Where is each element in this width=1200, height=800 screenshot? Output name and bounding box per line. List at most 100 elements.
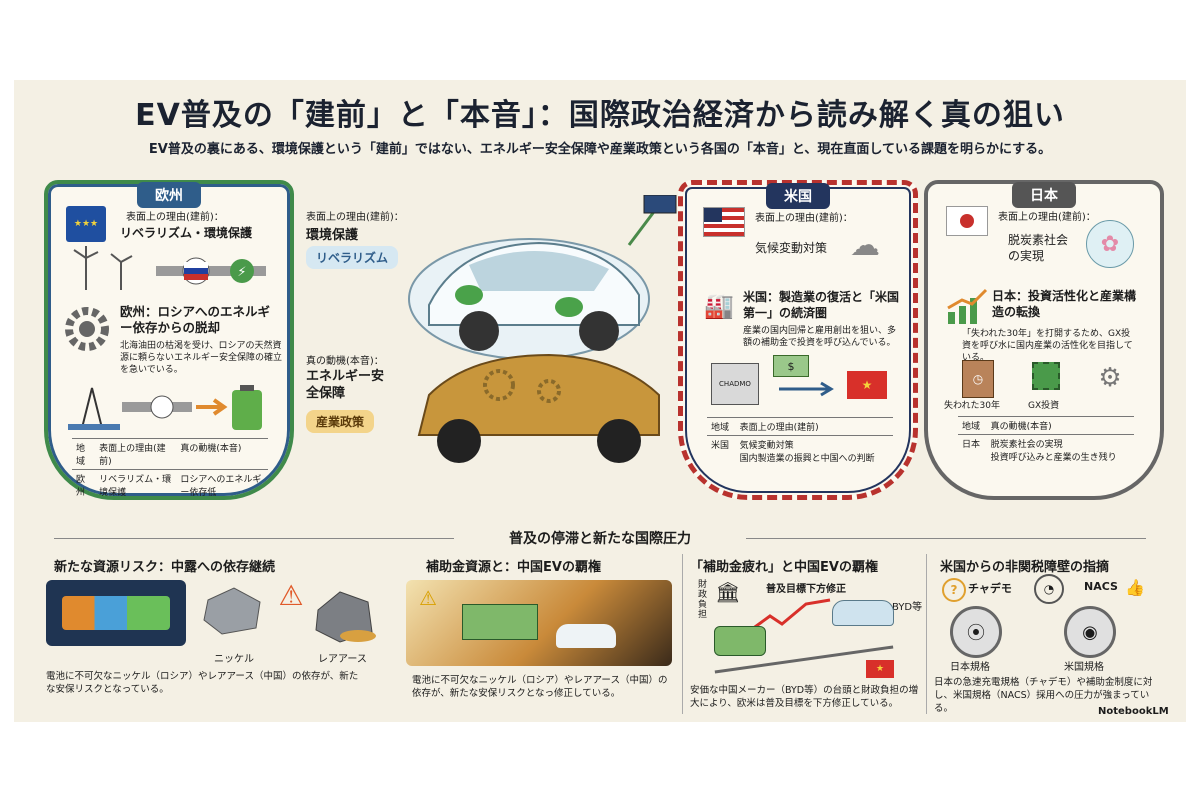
japan-gx-label: GX投資: [1028, 401, 1060, 411]
clock-tower-icon: ◷: [962, 360, 994, 398]
europe-surface-value: リベラリズム・環境保護: [120, 226, 253, 240]
battery-pack-illustration: [46, 580, 186, 646]
europe-surface-heading: 表面上の理由(建前)：: [126, 212, 224, 223]
usa-true-heading: 米国：製造業の復活と「米国第一」の続済圏: [743, 290, 900, 320]
center-true-value: エネルギー安全保障: [306, 369, 385, 401]
panel-caption: 安価な中国メーカー（BYD等）の台頭と財政負担の増大により、欧米は普及目標を下方…: [690, 685, 919, 709]
table-cell: 日本: [958, 434, 987, 465]
table-header: 地域: [958, 416, 987, 435]
europe-label: 欧州: [137, 182, 201, 208]
panel-title: 「補助金疲れ」と中国EVの覇権: [690, 560, 878, 575]
warning-icon: ⚠: [419, 586, 437, 610]
europe-summary-table: 地域 表面上の理由(建前) 真の動機(本音) 欧州 リベラリズム・環境保護 ロシ…: [72, 438, 268, 500]
thumbs-up-icon: 👍: [1125, 577, 1145, 597]
usa-shield: 米国 表面上の理由(建前)： 気候変動対策 ☁ 🏭 米国：製造業の復活と「米国第…: [678, 180, 918, 500]
europe-shield: 欧州 ★★★ 表面上の理由(建前)： リベラリズム・環境保護 ⚡ 欧州：ロシアへ: [44, 180, 294, 500]
center-surface-heading: 表面上の理由(建前)：: [306, 212, 404, 223]
table-cell: リベラリズム・環境保護: [95, 469, 177, 500]
eu-flag-icon: ★★★: [66, 206, 106, 242]
china-ev-car-icon: [832, 600, 894, 626]
byd-label: BYD等: [892, 602, 923, 613]
japan-label: 日本: [1012, 182, 1076, 208]
us-flag-icon: [703, 207, 745, 237]
china-flag-icon: ★: [866, 660, 894, 678]
japan-flag-icon: [946, 206, 988, 236]
nickel-label: ニッケル: [214, 654, 254, 665]
japan-true-heading: 日本：投資活性化と産業構造の転換: [992, 289, 1137, 319]
center-true-pill: 産業政策: [306, 410, 375, 433]
usa-surface-heading: 表面上の理由(建前)：: [755, 213, 853, 224]
china-flag-icon: ★: [847, 371, 887, 399]
infographic-canvas: EV普及の「建前」と「本音」：国際政治経済から読み解く真の狙い EV普及の裏にあ…: [14, 80, 1186, 722]
page-subtitle: EV普及の裏にある、環境保護という「建前」ではない、エネルギー安全保障や産業政策…: [148, 142, 1052, 157]
japan-standard-label: 日本規格: [950, 662, 990, 673]
panel-title: 新たな資源リスク：中露への依存継続: [54, 560, 276, 575]
robot-arm-icon: ⚙: [1098, 363, 1122, 393]
fiscal-burden-label: 財政負担: [698, 580, 708, 620]
chip-icon: [1032, 362, 1060, 390]
pipeline-russia-icon: ⚡: [156, 257, 266, 285]
usa-surface-value: 気候変動対策: [755, 241, 828, 255]
question-icon: ?: [942, 578, 966, 602]
downward-trend-icon: [747, 598, 831, 634]
chademo-label: チャデモ: [968, 582, 1012, 595]
japan-summary-table: 地域 真の動機(本音) 日本 脱炭素社会の実現 投資呼び込みと産業の生き残り: [958, 416, 1134, 465]
money-stack-icon: [462, 604, 538, 640]
subsidy-money-illustration: ⚠: [406, 580, 672, 666]
target-revision-label: 普及目標下方修正: [766, 584, 846, 595]
center-true-heading: 真の動機(本音)：: [306, 356, 384, 367]
table-cell: 気候変動対策 国内製造業の振興と中国への判断: [735, 435, 893, 466]
usa-summary-table: 地域 表面上の理由(建前) 米国 気候変動対策 国内製造業の振興と中国への判断: [707, 417, 893, 466]
table-header: 地域: [72, 438, 96, 470]
nacs-plug-icon: ◉: [1064, 606, 1116, 658]
wind-turbine-icon: [73, 246, 133, 290]
usa-label: 米国: [766, 183, 830, 209]
factory-chip-icon: CHADMO: [711, 363, 759, 405]
section-title: 普及の停滞と新たな国際圧力: [454, 528, 746, 548]
factory-icon: 🏭: [704, 292, 734, 320]
table-header: 真の動機(本音): [986, 416, 1134, 435]
nickel-ore-icon: [203, 587, 261, 635]
sakura-globe-icon: ✿: [1086, 220, 1134, 268]
table-header: 表面上の理由(建前): [95, 438, 177, 470]
japan-true-desc: 「失われた30年」を打開するため、GX投資を呼び水に国内産業の活性化を目指してい…: [962, 329, 1133, 363]
center-surface-pill: リベラリズム: [306, 246, 399, 269]
arrow-icon: [779, 381, 834, 397]
money-stack-icon: [714, 626, 766, 656]
panel-title: 米国からの非関税障壁の指摘: [940, 560, 1110, 575]
electric-car-illustration: [408, 195, 677, 463]
table-cell: 米国: [707, 435, 736, 466]
chip-label: CHADMO: [719, 380, 751, 388]
brand-logo: NotebookLM: [1098, 706, 1169, 717]
chademo-plug-icon: ⦿: [950, 606, 1002, 658]
table-cell-line: 投資呼び込みと産業の生き残り: [990, 453, 1117, 463]
europe-true-heading: 欧州：ロシアへのエネルギー依存からの脱却: [120, 304, 271, 335]
us-standard-label: 米国規格: [1064, 662, 1104, 673]
japan-surface-heading: 表面上の理由(建前)：: [998, 212, 1096, 223]
storm-cloud-icon: ☁: [850, 227, 880, 263]
gauge-icon: ◔: [1034, 574, 1064, 604]
panel-divider: [926, 554, 927, 714]
table-header: 真の動機(本音): [176, 438, 268, 470]
car-icon: [556, 624, 616, 648]
growth-chart-icon: [947, 288, 988, 324]
table-header: 地域: [707, 417, 736, 436]
table-cell: 欧州: [72, 469, 96, 500]
europe-true-desc: 北海油田の枯渇を受け、ロシアの天然資源に頼らないエネルギー安全保障の確立を急いで…: [120, 341, 283, 375]
usa-true-desc: 産業の国内回帰と雇用創出を狙い、多額の補助金で投資を呼び込んでいる。: [743, 326, 897, 348]
table-cell: 脱炭素社会の実現 投資呼び込みと産業の生き残り: [986, 434, 1134, 465]
page-title: EV普及の「建前」と「本音」：国際政治経済から読み解く真の狙い: [135, 98, 1065, 133]
japan-shield: 日本 表面上の理由(建前)： 脱炭素社会の実現 ✿ 日本：投資活性化と産業構造の…: [924, 180, 1164, 500]
bank-icon: 🏛: [715, 580, 741, 604]
table-cell-line: 国内製造業の振興と中国への判断: [739, 454, 875, 464]
japan-lost-years-label: 失われた30年: [944, 401, 1001, 411]
rare-earth-ore-icon: [315, 591, 376, 643]
panel-caption: 電池に不可欠なニッケル（ロシア）やレアアース（中国）の依存が、新たな安保リスクと…: [412, 675, 668, 699]
table-header: 表面上の理由(建前): [735, 417, 893, 436]
panel-caption: 電池に不可欠なニッケル（ロシア）やレアアース（中国）の依存が、新たな安保リスクと…: [46, 671, 359, 695]
panel-caption: 日本の急速充電規格（チャデモ）や補助金制度に対し、米国規格（NACS）採用への圧…: [934, 677, 1153, 714]
table-cell: ロシアへのエネルギー依存低: [176, 469, 268, 500]
table-cell-line: 気候変動対策: [739, 441, 794, 451]
warning-icon: ⚠: [278, 578, 304, 612]
nacs-label: NACS: [1084, 580, 1118, 593]
